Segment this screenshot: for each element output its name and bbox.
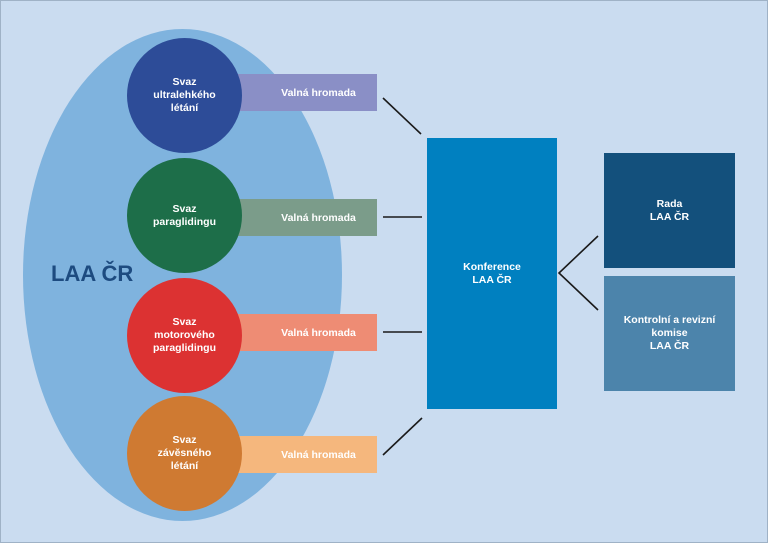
council-box: Rada LAA ČR (604, 153, 735, 268)
council-label: Rada LAA ČR (649, 197, 690, 223)
union-hang-gliding: Svaz závěsného létání (127, 396, 242, 511)
conference-label: Konference LAA ČR (463, 260, 521, 286)
union-motor-paragliding-label: Svaz motorového paraglidingu (153, 316, 216, 354)
audit-committee-label: Kontrolní a revizní komise LAA ČR (623, 314, 716, 352)
connector-conference-boards (557, 235, 599, 311)
audit-committee-box: Kontrolní a revizní komise LAA ČR (604, 276, 735, 391)
general-assembly-hang-gliding: Valná hromada (234, 436, 377, 473)
union-ultralight: Svaz ultralehkého létání (127, 38, 242, 153)
union-paragliding-label: Svaz paraglidingu (153, 202, 216, 228)
conference-box: Konference LAA ČR (427, 138, 557, 409)
union-paragliding: Svaz paraglidingu (127, 158, 242, 273)
general-assembly-label: Valná hromada (281, 326, 356, 339)
connector-ultralight (382, 97, 422, 135)
connector-hang-gliding (382, 417, 423, 456)
general-assembly-label: Valná hromada (281, 211, 356, 224)
general-assembly-paragliding: Valná hromada (234, 199, 377, 236)
union-hang-gliding-label: Svaz závěsného létání (157, 434, 212, 472)
general-assembly-motor-paragliding: Valná hromada (234, 314, 377, 351)
general-assembly-label: Valná hromada (281, 86, 356, 99)
general-assembly-label: Valná hromada (281, 448, 356, 461)
union-motor-paragliding: Svaz motorového paraglidingu (127, 278, 242, 393)
laa-cr-title: LAA ČR (51, 261, 134, 286)
union-ultralight-label: Svaz ultralehkého létání (153, 76, 216, 114)
general-assembly-ultralight: Valná hromada (234, 74, 377, 111)
